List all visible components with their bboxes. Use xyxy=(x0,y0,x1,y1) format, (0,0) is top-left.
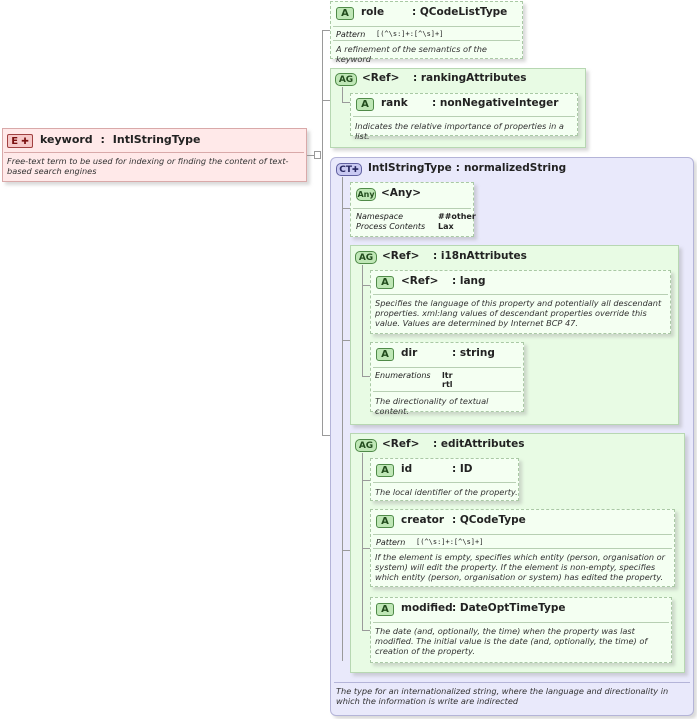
any-badge-icon: Any xyxy=(356,188,376,201)
attribute-lang-ref: <Ref> xyxy=(401,275,439,287)
divider xyxy=(373,622,669,623)
i18n-group-ref: <Ref> xyxy=(382,250,420,262)
namespace-value: ##other xyxy=(438,212,476,221)
attribute-lang-box[interactable] xyxy=(370,270,671,334)
i18n-inner-connector xyxy=(362,376,370,377)
attribute-badge-icon: A xyxy=(376,603,394,616)
edit-inner-connector xyxy=(362,453,363,631)
attribute-badge-icon: A xyxy=(336,7,354,20)
ct-inner-connector xyxy=(342,177,343,661)
pattern-label: Pattern xyxy=(336,30,366,39)
divider xyxy=(373,534,672,535)
element-type: IntlStringType xyxy=(112,133,201,146)
connector-node xyxy=(314,151,321,159)
attribute-id-description: The local identifier of the property. xyxy=(375,487,518,497)
element-description: Free-text term to be used for indexing o… xyxy=(7,156,289,176)
ct-inner-connector xyxy=(342,208,350,209)
ranking-inner-connector xyxy=(342,102,350,103)
element-name: keyword xyxy=(40,133,93,146)
ct-inner-connector xyxy=(342,550,350,551)
attribute-badge-icon: A xyxy=(376,348,394,361)
attribute-id-box[interactable] xyxy=(370,458,519,501)
divider xyxy=(373,391,521,392)
attribute-lang-description: Specifies the language of this property … xyxy=(375,298,662,328)
connector-ranking xyxy=(322,100,330,101)
element-divider xyxy=(4,152,304,153)
pattern-value: [(^\s:]+:[^\s]+] xyxy=(376,30,444,38)
ct-inner-connector xyxy=(342,340,350,341)
divider xyxy=(353,208,471,209)
attribute-badge-icon: A xyxy=(376,515,394,528)
connector-elem xyxy=(307,155,315,156)
attribute-badge-icon: A xyxy=(376,276,394,289)
complex-type-badge-icon: CT✚ xyxy=(336,163,362,176)
attribute-rank-description: Indicates the relative importance of pro… xyxy=(355,121,564,141)
ranking-group-type: : rankingAttributes xyxy=(413,72,527,84)
connector-trunk xyxy=(322,30,323,436)
i18n-inner-connector xyxy=(362,265,363,377)
divider xyxy=(373,482,516,483)
attribute-role-name: role xyxy=(361,6,385,18)
enumeration-value: rtl xyxy=(442,380,453,389)
divider xyxy=(373,548,672,549)
i18n-inner-connector xyxy=(362,285,370,286)
divider xyxy=(334,682,690,683)
attribute-rank-box[interactable] xyxy=(350,93,578,136)
attribute-dir-description: The directionality of textual content. xyxy=(375,396,489,416)
attribute-dir-name: dir xyxy=(401,347,418,359)
enumeration-value: ltr xyxy=(442,371,453,380)
attribute-creator-name: creator xyxy=(401,514,445,526)
attribute-dir-type: : string xyxy=(452,347,495,359)
attribute-modified-name: modified xyxy=(401,602,453,614)
attribute-creator-description: If the element is empty, specifies which… xyxy=(375,552,666,582)
connector-ct xyxy=(322,435,330,436)
element-keyword-box[interactable] xyxy=(2,128,307,182)
process-contents-label: Process Contents xyxy=(356,222,426,231)
divider xyxy=(333,26,520,27)
attribute-creator-type: : QCodeType xyxy=(452,514,526,526)
ranking-group-ref: <Ref> xyxy=(362,72,400,84)
attribute-id-name: id xyxy=(401,463,413,475)
edit-inner-connector xyxy=(362,548,370,549)
complex-type-description: The type for an internationalized string… xyxy=(336,686,669,706)
element-title: keyword : IntlStringType xyxy=(40,133,201,146)
attribute-group-badge-icon: AG xyxy=(355,251,377,264)
attribute-badge-icon: A xyxy=(356,98,374,111)
edit-inner-connector xyxy=(362,480,370,481)
attribute-role-type: : QCodeListType xyxy=(412,6,508,18)
attribute-rank-type: : nonNegativeInteger xyxy=(432,97,559,109)
element-badge-icon: E ✚ xyxy=(7,134,33,148)
namespace-label: Namespace xyxy=(356,212,404,221)
attribute-badge-icon: A xyxy=(376,464,394,477)
pattern-label: Pattern xyxy=(376,538,406,547)
divider xyxy=(373,367,521,368)
process-contents-value: Lax xyxy=(438,222,454,231)
any-name: <Any> xyxy=(381,187,422,199)
i18n-group-type: : i18nAttributes xyxy=(433,250,527,262)
attribute-modified-description: The date (and, optionally, the time) whe… xyxy=(375,626,648,656)
pattern-value: [(^\s:]+:[^\s]+] xyxy=(416,538,484,546)
attribute-group-badge-icon: AG xyxy=(355,439,377,452)
edit-group-type: : editAttributes xyxy=(433,438,525,450)
attribute-dir-box[interactable] xyxy=(370,342,524,412)
attribute-id-type: : ID xyxy=(452,463,473,475)
attribute-role-description: A refinement of the semantics of the key… xyxy=(336,44,487,64)
divider xyxy=(333,40,520,41)
divider xyxy=(373,294,668,295)
connector-role xyxy=(322,30,330,31)
edit-inner-connector xyxy=(362,630,370,631)
edit-group-ref: <Ref> xyxy=(382,438,420,450)
any-wildcard-box[interactable] xyxy=(350,182,474,237)
attribute-role-box[interactable] xyxy=(330,1,523,59)
ranking-inner-connector xyxy=(342,87,343,102)
attribute-modified-box[interactable] xyxy=(370,597,672,663)
enumerations-label: Enumerations xyxy=(375,371,431,380)
attribute-modified-type: : DateOptTimeType xyxy=(452,602,566,614)
attribute-rank-name: rank xyxy=(381,97,408,109)
attribute-lang-type: : lang xyxy=(452,275,486,287)
attribute-group-badge-icon: AG xyxy=(335,73,357,86)
divider xyxy=(353,116,575,117)
complex-type-name: IntlStringType:normalizedString xyxy=(368,162,567,174)
